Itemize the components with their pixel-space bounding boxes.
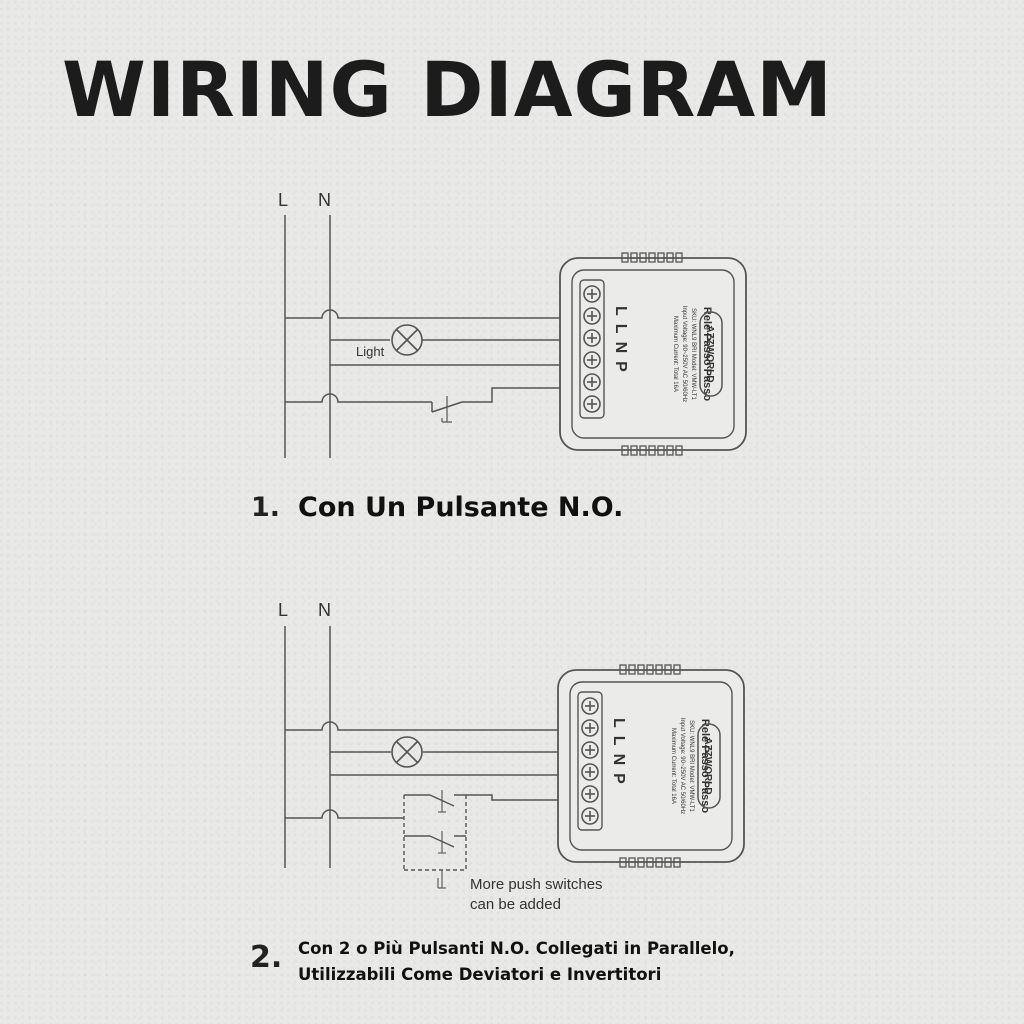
caption-1-number: 1. xyxy=(251,492,281,523)
line-label-l: L xyxy=(278,600,288,620)
light-bulb-icon xyxy=(391,736,423,768)
device-spec-2: Input Voltage: 90~250V AC 50/60Hz xyxy=(681,306,687,402)
line-label-n: N xyxy=(318,190,331,210)
light-label: Light xyxy=(356,344,385,359)
relay-module-1: LLNP Relè Passo Passo SKU: WNL9 BRI Mode… xyxy=(559,252,747,456)
device-spec-3: Maximum Current: Total 16A xyxy=(670,728,676,804)
caption-2-number: 2. xyxy=(250,940,283,975)
device-name: Relè Passo Passo xyxy=(701,307,713,401)
diagram-2: L N xyxy=(278,600,745,913)
device-spec-1: SKU: WNL9 BRI Model: VMW-LT1 xyxy=(688,720,694,812)
line-label-l: L xyxy=(278,190,288,210)
push-switch-icon xyxy=(431,396,463,423)
terminal-labels: LLNP xyxy=(610,718,627,784)
terminal-labels: LLNP xyxy=(612,306,629,372)
line-label-n: N xyxy=(318,600,331,620)
device-spec-3: Maximum Current: Total 16A xyxy=(672,316,678,392)
more-switches-note-2: can be added xyxy=(470,896,561,913)
device-spec-2: Input Voltage: 90~250V AC 50/60Hz xyxy=(679,718,685,814)
push-switch-icon xyxy=(437,870,446,889)
device-name: Relè Passo Passo xyxy=(699,719,711,813)
diagram-1: L N Light xyxy=(278,190,747,458)
device-spec-1: SKU: WNL9 BRI Model: VMW-LT1 xyxy=(690,308,696,400)
wire-l xyxy=(285,309,560,319)
caption-2-line-1: Con 2 o Più Pulsanti N.O. Collegati in P… xyxy=(298,939,735,958)
push-switch-icon xyxy=(404,790,466,813)
relay-module-2: LLNP Relè Passo Passo SKU: WNL9 BRI Mode… xyxy=(557,664,745,868)
more-switches-note-1: More push switches xyxy=(470,876,603,893)
brand-logo: AZZWORLD xyxy=(702,737,713,794)
push-switch-icon xyxy=(404,831,466,854)
caption-2-text: Con 2 o Più Pulsanti N.O. Collegati in P… xyxy=(298,936,735,988)
parallel-switches xyxy=(403,790,467,889)
caption-1-text: Con Un Pulsante N.O. xyxy=(298,492,624,523)
caption-2-line-2: Utilizzabili Come Deviatori e Invertitor… xyxy=(298,965,662,984)
page-title: WIRING DIAGRAM xyxy=(62,45,833,134)
brand-logo: AZZWORLD xyxy=(704,325,715,382)
